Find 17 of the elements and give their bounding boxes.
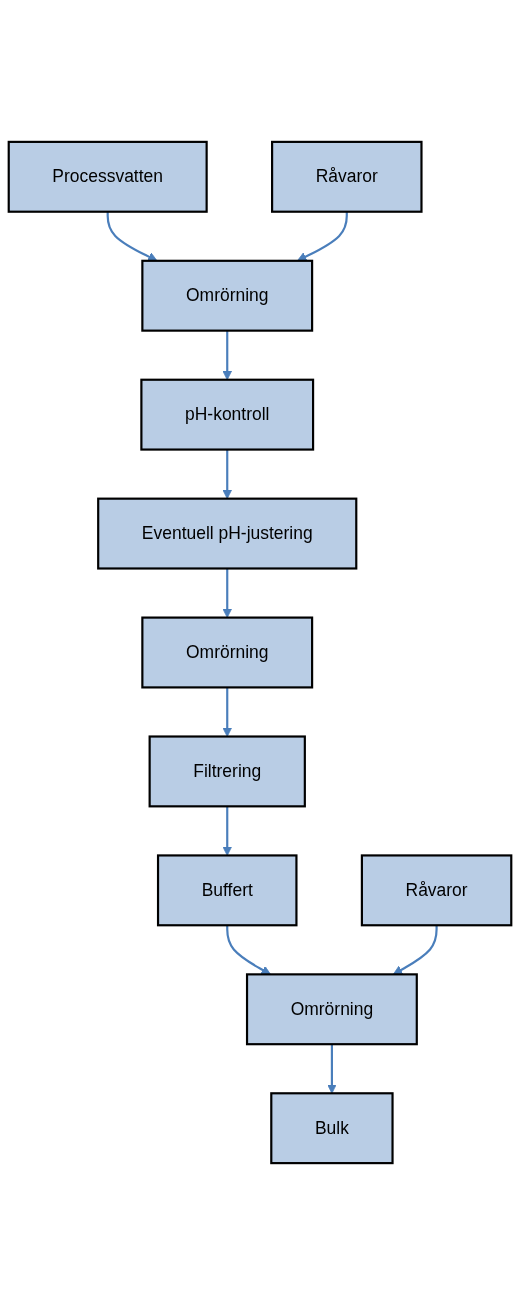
node-box: Råvaror — [271, 140, 423, 213]
arrow — [327, 1044, 337, 1094]
arrow — [392, 925, 438, 975]
arrow — [222, 687, 233, 737]
node-box: Processvatten — [7, 140, 208, 213]
node-box: Omrörning — [141, 259, 314, 332]
node-box: Råvaror — [360, 854, 513, 927]
node-box: Omrörning — [141, 616, 314, 689]
arrow — [222, 806, 233, 856]
node-box: Eventuell pH-justering — [97, 497, 358, 570]
node-box: Buffert — [156, 854, 298, 927]
node-box: Filtrering — [148, 735, 306, 808]
arrow — [222, 568, 233, 618]
node-box: Omrörning — [245, 973, 418, 1046]
node-box: pH-kontroll — [140, 378, 315, 451]
arrow — [226, 925, 271, 975]
node-box: Bulk — [270, 1092, 394, 1165]
